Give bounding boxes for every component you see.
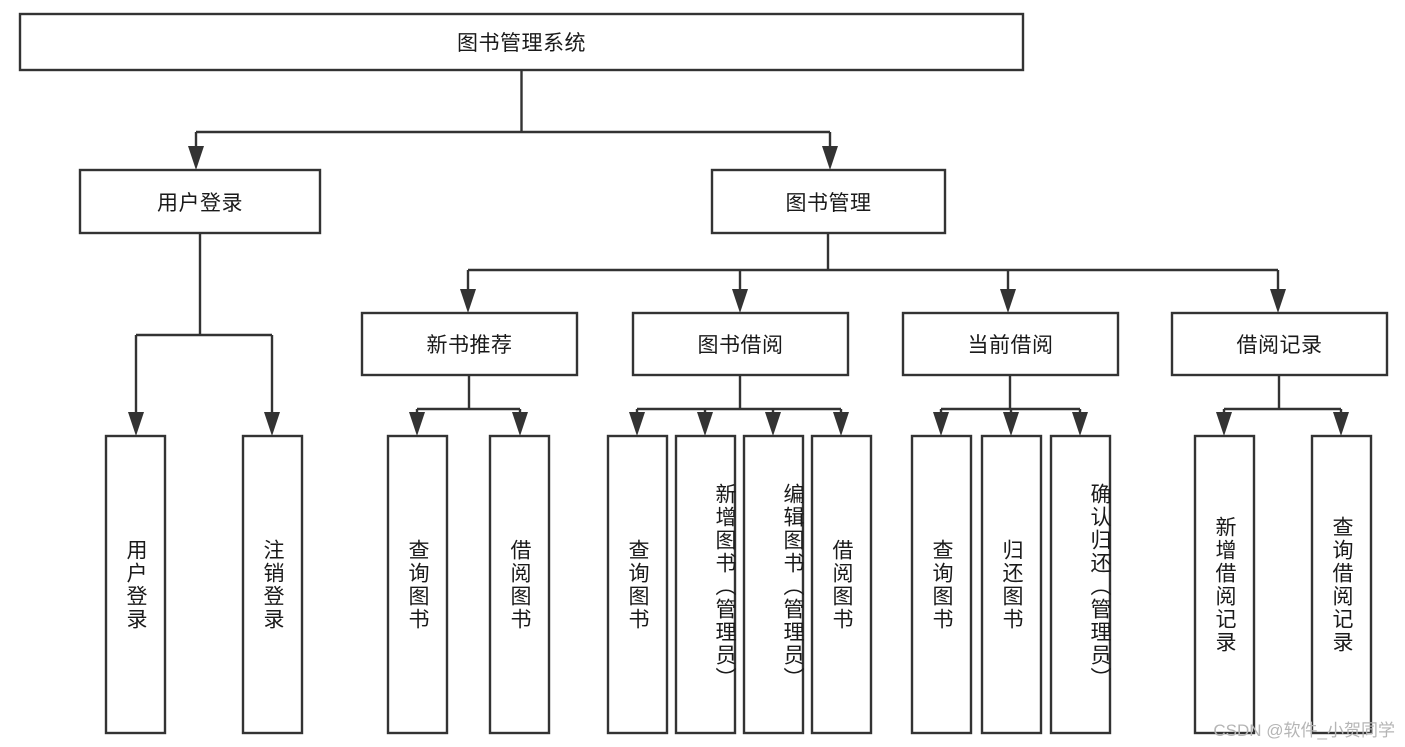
node-book-manage-box[interactable] xyxy=(710,168,947,235)
connector-root-to-level1 xyxy=(188,70,838,170)
node-leaf-query-book-rec-box[interactable] xyxy=(386,434,449,735)
node-leaf-edit-book-box[interactable] xyxy=(742,434,805,735)
node-leaf-borrow-book-br-box[interactable] xyxy=(810,434,873,735)
node-leaf-query-record-box[interactable] xyxy=(1310,434,1373,735)
node-book-borrow-box[interactable] xyxy=(631,311,850,377)
node-leaf-query-book-br-box[interactable] xyxy=(606,434,669,735)
node-leaf-add-record-box[interactable] xyxy=(1193,434,1256,735)
connector-currentborrow-to-leaves xyxy=(933,375,1088,436)
connector-userlogin-to-leaves xyxy=(128,233,280,436)
node-leaf-add-book-box[interactable] xyxy=(674,434,737,735)
node-new-book-recommend-box[interactable] xyxy=(360,311,579,377)
connector-newbook-to-leaves xyxy=(409,375,528,436)
node-leaf-user-login-box[interactable] xyxy=(104,434,167,735)
node-borrow-record-box[interactable] xyxy=(1170,311,1389,377)
connector-borrowrecord-to-leaves xyxy=(1216,375,1349,436)
node-user-login-box[interactable] xyxy=(78,168,322,235)
connector-bookmanage-to-level2 xyxy=(460,233,1286,313)
connector-bookborrow-to-leaves xyxy=(629,375,849,436)
node-leaf-return-book-box[interactable] xyxy=(980,434,1043,735)
node-leaf-confirm-return-box[interactable] xyxy=(1049,434,1112,735)
node-leaf-query-book-cb-box[interactable] xyxy=(910,434,973,735)
node-root-box[interactable] xyxy=(18,12,1025,72)
node-current-borrow-box[interactable] xyxy=(901,311,1120,377)
node-leaf-borrow-book-rec-box[interactable] xyxy=(488,434,551,735)
node-leaf-logout-box[interactable] xyxy=(241,434,304,735)
